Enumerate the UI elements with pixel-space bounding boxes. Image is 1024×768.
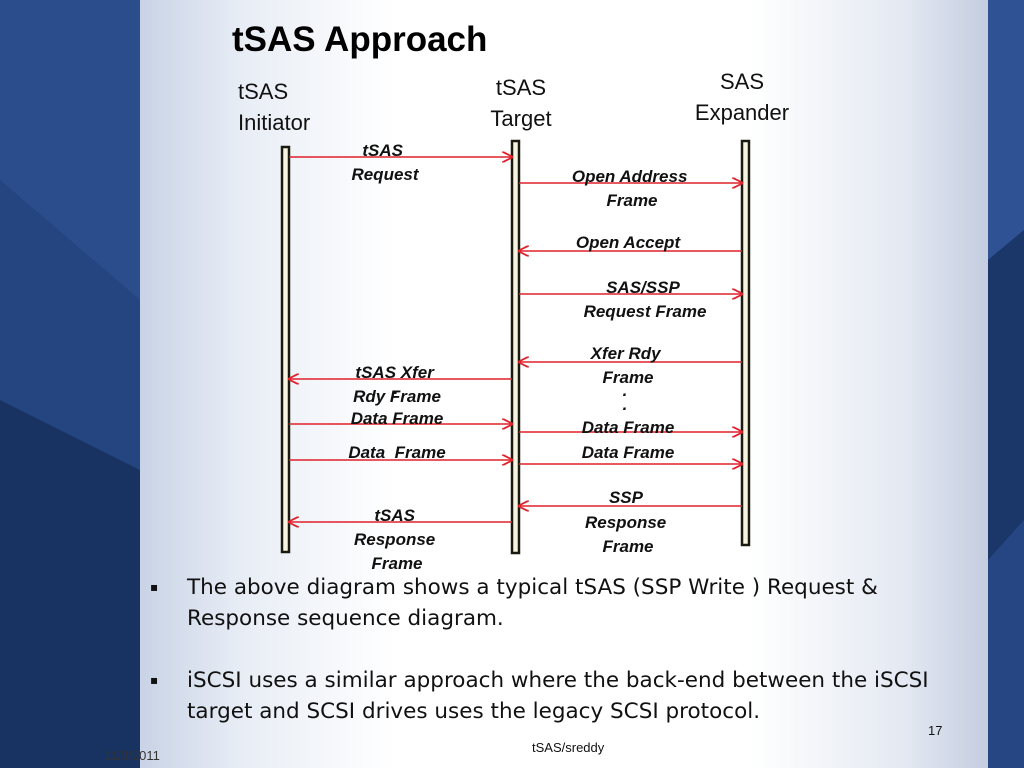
- bullet-list: ▪ The above diagram shows a typical tSAS…: [148, 572, 948, 758]
- label-data-frame-2-left-text: Data Frame: [348, 443, 445, 462]
- actor-initiator-line2: Initiator: [238, 110, 311, 135]
- label-open-accept-line1: Open Accept: [576, 233, 682, 252]
- ellipsis-right-1: .: [623, 381, 628, 400]
- label-ssp-response-line2: Response: [585, 513, 666, 532]
- label-data-frame-1-right-text: Data Frame: [582, 418, 675, 437]
- ellipsis-left: .: [394, 379, 399, 398]
- label-tsas-response-line3: Frame: [371, 554, 422, 573]
- lifeline-target: [510, 139, 521, 555]
- label-ssp-response-line3: Frame: [602, 537, 653, 556]
- label-open-address-line1: Open Address: [572, 167, 688, 186]
- label-data-frame-1-left: Data Frame: [351, 409, 444, 428]
- ellipsis-right-2: .: [623, 395, 628, 414]
- actor-expander-line1: SAS: [719, 69, 765, 94]
- label-data-frame-1-left-text: Data Frame: [351, 409, 444, 428]
- footer-date: 11/3/2011: [104, 748, 160, 763]
- bullet-item: ▪ iSCSI uses a similar approach where th…: [148, 665, 948, 727]
- label-data-frame-2-left: Data Frame: [348, 443, 445, 462]
- label-ssp-response-line1: SSP: [609, 488, 644, 507]
- label-open-address-line2: Frame: [606, 191, 657, 210]
- label-tsas-request-line2: Request: [351, 165, 419, 184]
- label-xfer-rdy-line1: Xfer Rdy: [590, 344, 662, 363]
- label-data-frame-2-right: Data Frame: [582, 443, 675, 462]
- bullet-text: iSCSI uses a similar approach where the …: [187, 668, 929, 724]
- label-tsas-xfer-line2: Rdy Frame: [353, 387, 441, 406]
- slide-title: tSAS Approach: [232, 20, 488, 59]
- label-sas-ssp-line1: SAS/SSP: [606, 278, 680, 297]
- label-tsas-response-line2: Response: [354, 530, 435, 549]
- actor-expander-line2: Expander: [694, 100, 790, 125]
- bullet-item: ▪ The above diagram shows a typical tSAS…: [148, 572, 948, 634]
- actor-target-line2: Target: [490, 106, 552, 131]
- label-sas-ssp-request: SAS/SSP Request Frame: [584, 278, 707, 321]
- label-tsas-xfer-line1: tSAS Xfer: [355, 363, 435, 382]
- actor-initiator-line1: tSAS: [238, 79, 289, 104]
- label-data-frame-1-right: Data Frame: [582, 418, 675, 437]
- actor-initiator-label: tSAS Initiator: [238, 76, 310, 138]
- bullet-text: The above diagram shows a typical tSAS (…: [187, 575, 878, 631]
- label-open-accept: Open Accept: [576, 233, 682, 252]
- label-tsas-response: tSAS Response Frame: [354, 506, 440, 573]
- footer-author: tSAS/sreddy: [532, 740, 605, 755]
- actor-target-line1: tSAS: [495, 75, 547, 100]
- actor-expander-label: SAS Expander: [682, 66, 802, 128]
- label-tsas-request-line1: tSAS: [362, 141, 403, 160]
- label-sas-ssp-line2: Request Frame: [584, 302, 707, 321]
- bullet-marker: ▪: [150, 673, 159, 687]
- actor-target-label: tSAS Target: [476, 72, 566, 134]
- label-tsas-request: tSAS Request: [351, 141, 419, 184]
- label-open-address-frame: Open Address Frame: [572, 167, 692, 210]
- label-xfer-rdy-frame: Xfer Rdy Frame: [590, 344, 666, 387]
- bullet-marker: ▪: [150, 580, 159, 594]
- lifeline-initiator: [280, 145, 291, 554]
- label-tsas-xfer-rdy: tSAS Xfer Rdy Frame: [353, 363, 441, 406]
- label-ssp-response: SSP Response Frame: [585, 488, 671, 556]
- label-xfer-rdy-line2: Frame: [602, 368, 653, 387]
- label-tsas-response-line1: tSAS: [374, 506, 415, 525]
- lifeline-expander: [740, 139, 751, 547]
- page-number: 17: [928, 723, 943, 738]
- label-data-frame-2-right-text: Data Frame: [582, 443, 675, 462]
